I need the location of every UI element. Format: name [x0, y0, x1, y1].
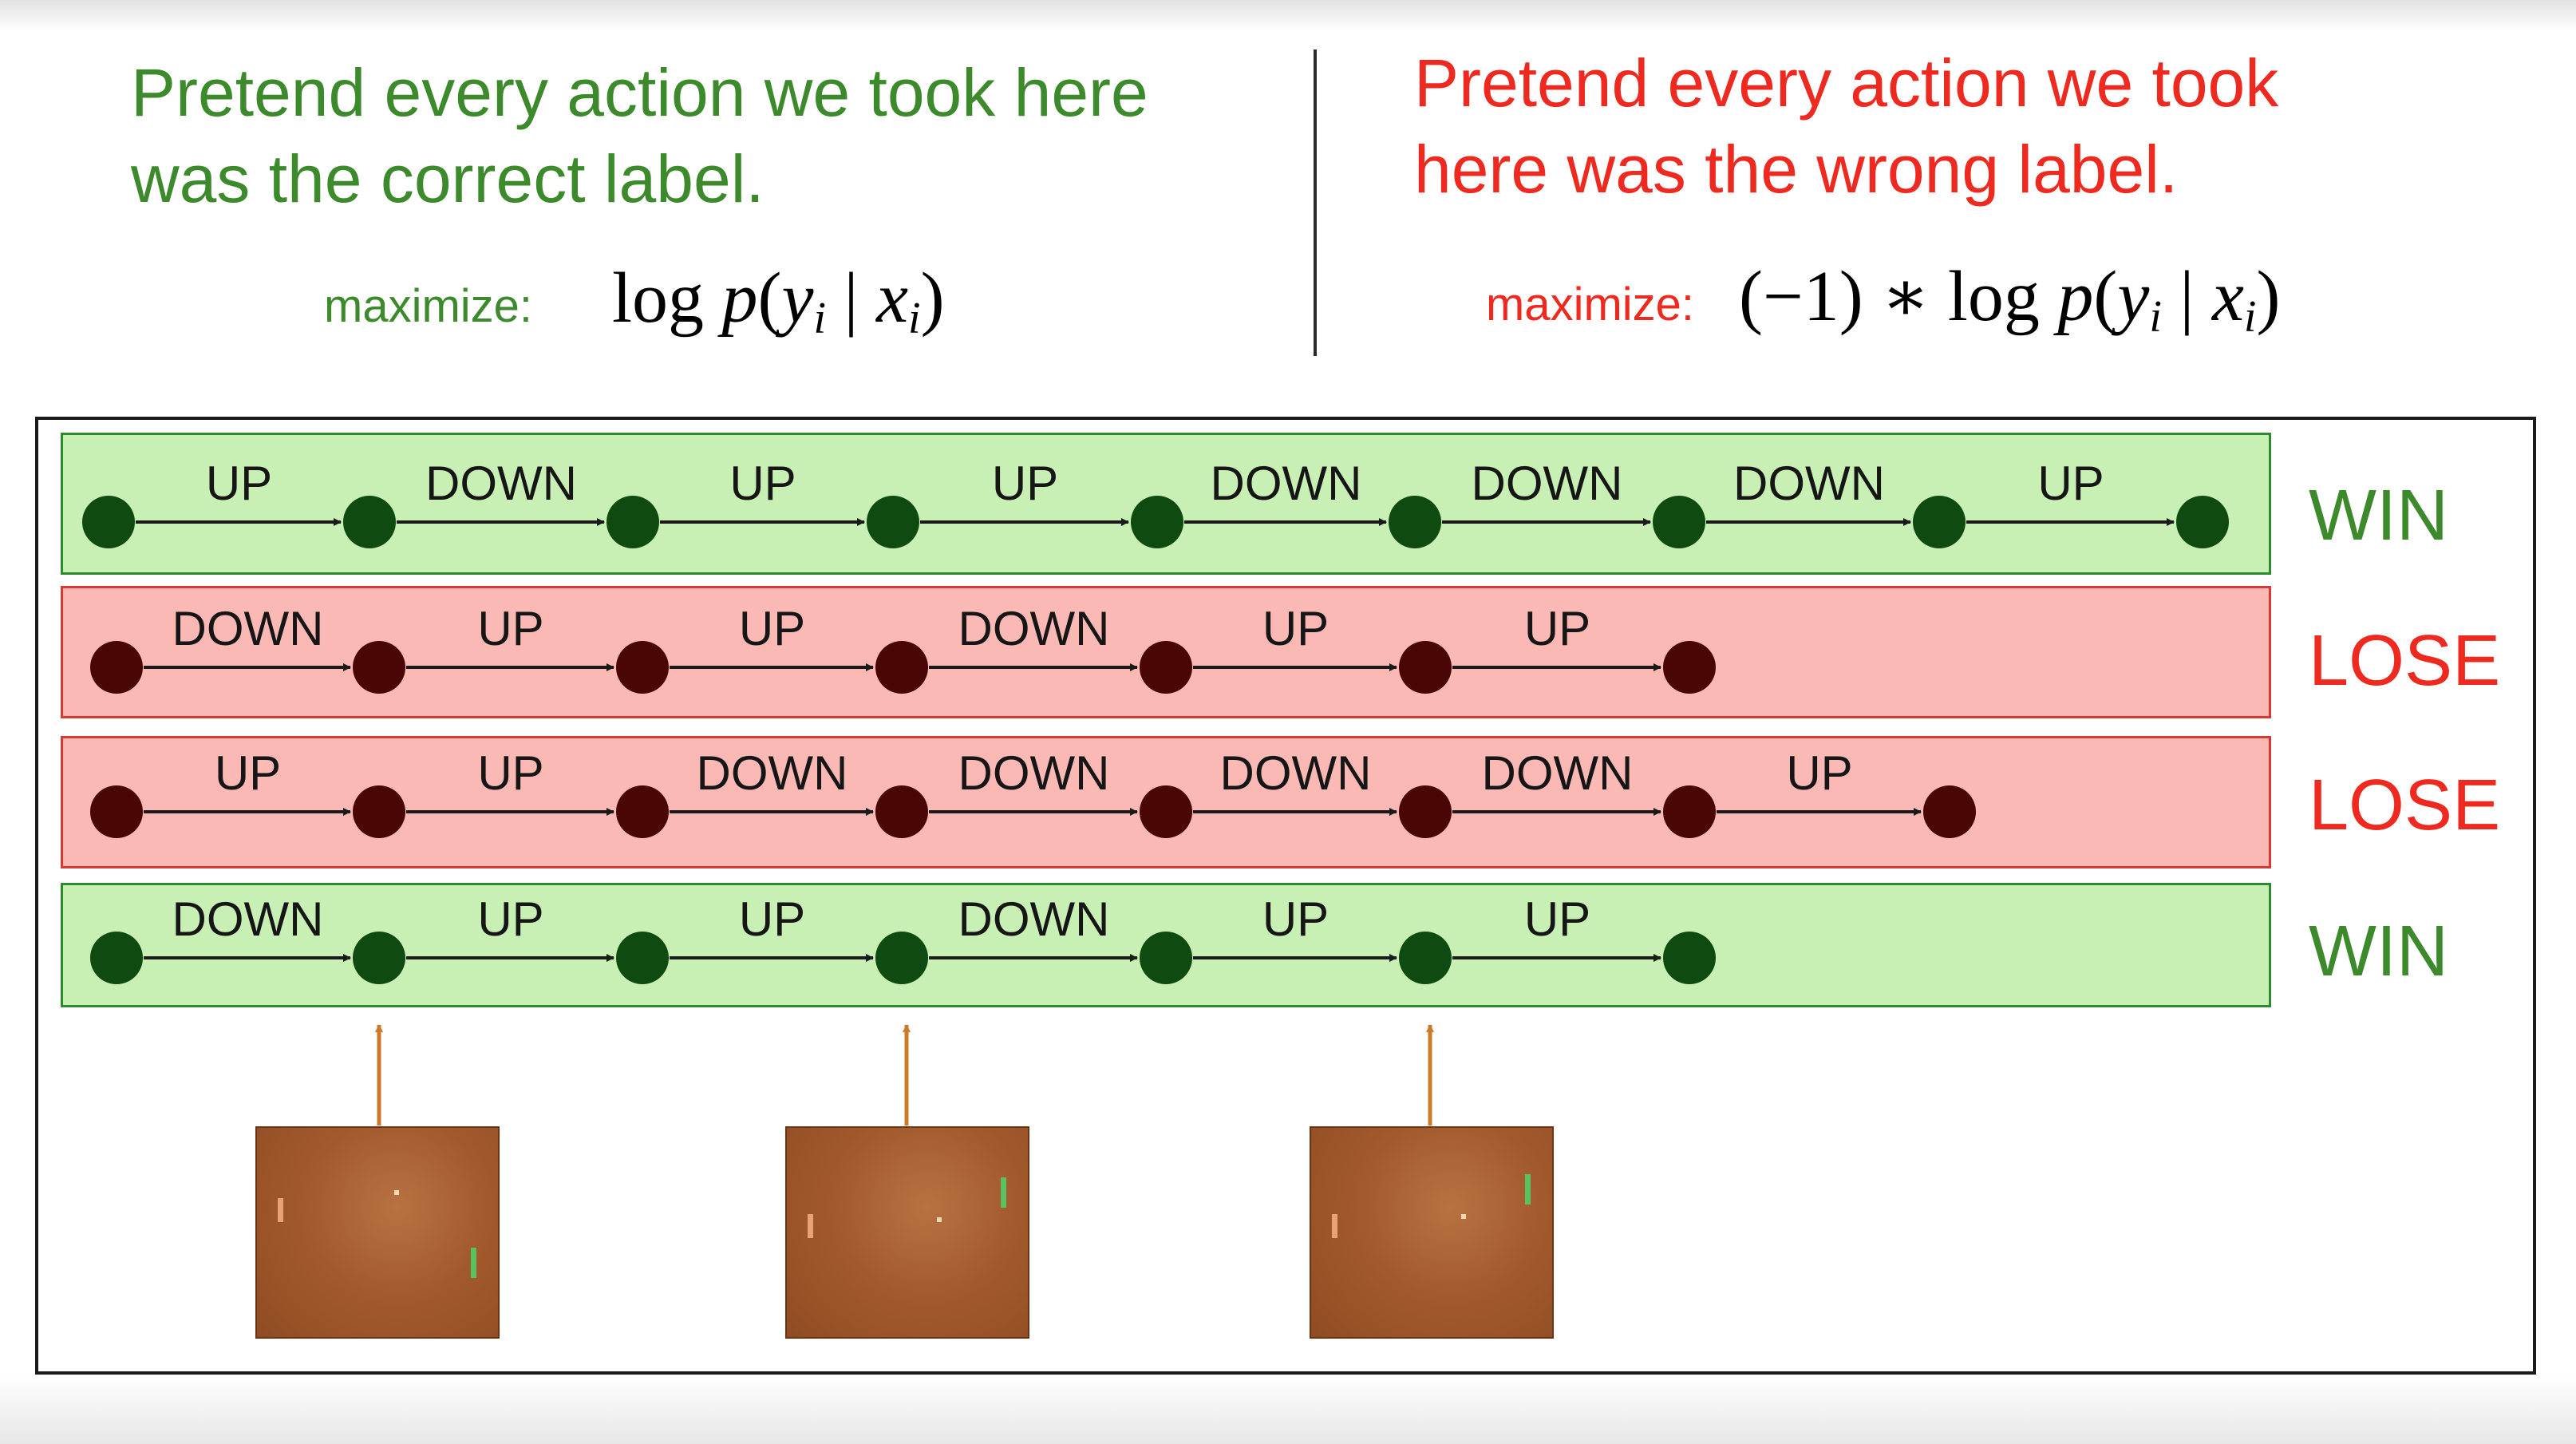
state-node: [1389, 496, 1441, 548]
action-label-up: UP: [477, 602, 543, 655]
action-label-down: DOWN: [1482, 746, 1634, 800]
wrong-label-headline: Pretend every action we took here was th…: [1414, 40, 2499, 212]
action-label-up: UP: [1524, 892, 1590, 946]
opponent-paddle: [278, 1198, 283, 1222]
state-node: [1653, 496, 1705, 548]
minimize-log-likelihood-formula: maximize: (−1) ∗ log p(yi | xi): [1486, 254, 2280, 342]
state-node: [1140, 641, 1192, 694]
lose-rollout-band-2: [61, 586, 2271, 718]
maximize-label-right: maximize:: [1486, 279, 1695, 330]
state-node: [1663, 932, 1716, 984]
state-node: [90, 641, 143, 694]
correct-label-line-1: Pretend every action we took here: [131, 55, 1148, 130]
bottom-shade: [0, 1375, 2576, 1444]
wrong-label-line-1: Pretend every action we took: [1414, 45, 2279, 121]
state-node: [1399, 641, 1452, 694]
state-node: [1140, 932, 1192, 984]
player-paddle: [1525, 1174, 1531, 1205]
state-node: [343, 496, 396, 548]
rollout-outcome-3: LOSE: [2309, 766, 2501, 845]
action-label-up: UP: [2037, 457, 2104, 510]
pong-frame-2: [785, 1126, 1029, 1339]
action-label-up: UP: [729, 457, 796, 510]
state-node: [2176, 496, 2229, 548]
state-node: [1663, 785, 1716, 838]
action-label-down: DOWN: [697, 746, 848, 800]
state-node: [1913, 496, 1966, 548]
player-paddle: [1001, 1177, 1006, 1208]
state-node: [90, 785, 143, 838]
ball: [937, 1217, 942, 1222]
rollout-outcome-1: WIN: [2309, 476, 2448, 556]
action-label-up: UP: [1786, 746, 1852, 800]
action-label-down: DOWN: [958, 602, 1110, 655]
action-label-up: UP: [215, 746, 281, 800]
action-label-down: DOWN: [1220, 746, 1372, 800]
correct-label-headline: Pretend every action we took here was th…: [131, 49, 1280, 222]
pong-frame-3: [1310, 1126, 1554, 1339]
state-node: [353, 785, 405, 838]
rollout-outcome-4: WIN: [2309, 912, 2448, 991]
state-node: [1131, 496, 1183, 548]
action-label-down: DOWN: [958, 746, 1110, 800]
state-node: [875, 785, 928, 838]
action-label-up: UP: [477, 746, 543, 800]
state-node: [1663, 641, 1716, 694]
action-label-up: UP: [206, 457, 272, 510]
action-label-up: UP: [1262, 602, 1329, 655]
log-likelihood-expression: log p(yi | xi): [612, 259, 945, 343]
opponent-paddle: [1332, 1214, 1337, 1238]
state-node: [353, 641, 405, 694]
action-label-down: DOWN: [1733, 457, 1885, 510]
state-node: [82, 496, 135, 548]
state-node: [1923, 785, 1976, 838]
state-node: [875, 641, 928, 694]
maximize-log-likelihood-formula: maximize: log p(yi | xi): [324, 257, 945, 344]
action-label-up: UP: [1524, 602, 1590, 655]
state-node: [1140, 785, 1192, 838]
ball: [1461, 1214, 1466, 1219]
state-node: [616, 785, 669, 838]
action-label-down: DOWN: [172, 892, 324, 946]
state-node: [875, 932, 928, 984]
maximize-label-left: maximize:: [324, 280, 533, 332]
opponent-paddle: [808, 1214, 813, 1238]
pong-frame-1: [255, 1126, 500, 1339]
negative-log-likelihood-expression: (−1) ∗ log p(yi | xi): [1739, 257, 2281, 342]
action-label-up: UP: [477, 892, 543, 946]
action-label-up: UP: [1262, 892, 1329, 946]
correct-label-line-2: was the correct label.: [131, 141, 765, 216]
state-node: [90, 932, 143, 984]
state-node: [867, 496, 919, 548]
action-label-up: UP: [739, 892, 805, 946]
ball: [394, 1190, 399, 1195]
state-node: [353, 932, 405, 984]
action-label-down: DOWN: [425, 457, 577, 510]
state-node: [616, 932, 669, 984]
state-node: [616, 641, 669, 694]
column-divider: [1314, 49, 1317, 356]
action-label-up: UP: [739, 602, 805, 655]
top-shade: [0, 0, 2576, 32]
wrong-label-line-2: here was the wrong label.: [1414, 132, 2179, 207]
action-label-down: DOWN: [1472, 457, 1623, 510]
player-paddle: [471, 1248, 476, 1278]
action-label-down: DOWN: [958, 892, 1110, 946]
action-label-up: UP: [992, 457, 1058, 510]
state-node: [606, 496, 659, 548]
state-node: [1399, 932, 1452, 984]
action-label-down: DOWN: [172, 602, 324, 655]
rollout-outcome-2: LOSE: [2309, 621, 2501, 701]
action-label-down: DOWN: [1211, 457, 1362, 510]
state-node: [1399, 785, 1452, 838]
